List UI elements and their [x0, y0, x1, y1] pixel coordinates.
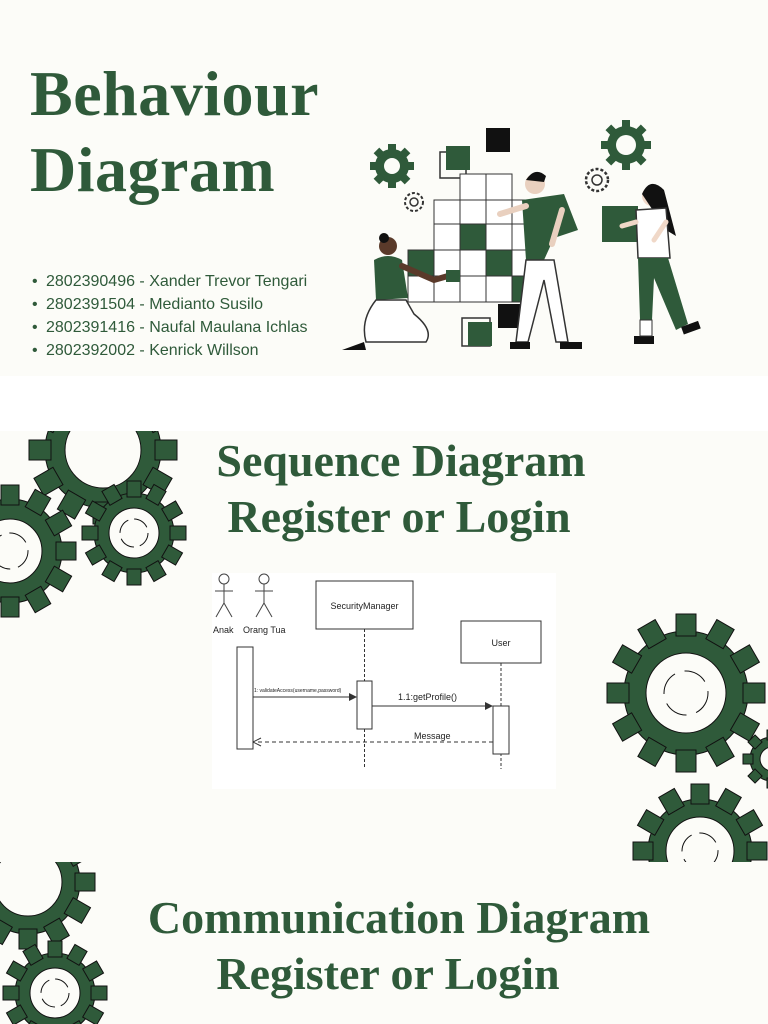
actor-icon — [215, 573, 273, 618]
object-label: User — [491, 638, 510, 648]
slide-title: Sequence Diagram Register or Login — [0, 433, 768, 545]
member-item: 2802390496 - Xander Trevor Tengari — [30, 270, 308, 293]
title-line-2: Register or Login — [227, 491, 571, 542]
gear-icon — [0, 460, 101, 642]
gear-icon — [0, 921, 127, 1024]
kneeling-person — [342, 233, 460, 350]
actor-label: Orang Tua — [243, 625, 286, 635]
gear-icon — [607, 758, 768, 862]
gear-icon — [730, 717, 768, 801]
object-label: SecurityManager — [330, 601, 398, 611]
standing-person — [497, 171, 582, 349]
message-label: 1: validateAccess(username,password) — [254, 688, 342, 694]
gear-icon — [584, 167, 610, 193]
slide-title: Behaviour Diagram — [30, 56, 319, 208]
message-label: Message — [414, 731, 451, 741]
gear-icon — [601, 120, 651, 170]
gear-icon — [0, 862, 121, 975]
standing-person — [619, 183, 701, 344]
title-line-1: Communication Diagram — [147, 892, 651, 943]
gear-icon — [577, 584, 768, 802]
slide-communication-diagram: Communication Diagram Register or Login — [0, 862, 768, 1024]
slide-sequence-diagram: Sequence Diagram Register or Login — [0, 431, 768, 862]
gear-icon — [62, 461, 206, 605]
gear-icon — [370, 144, 414, 188]
people-assembling-puzzle-icon — [342, 120, 701, 350]
member-item: 2802391416 - Naufal Maulana Ichlas — [30, 316, 308, 339]
message-label: 1.1:getProfile() — [398, 692, 457, 702]
actor-label: Anak — [213, 625, 234, 635]
title-line-1: Sequence Diagram — [216, 435, 586, 486]
title-line-2: Diagram — [30, 134, 276, 205]
object-box — [315, 580, 414, 630]
sequence-diagram: Anak Orang Tua SecurityManager User 1: v… — [212, 573, 556, 789]
gear-icon — [404, 192, 424, 212]
slide-title: Communication Diagram Register or Login — [0, 890, 768, 1002]
title-line-2: Register or Login — [216, 948, 560, 999]
member-list: 2802390496 - Xander Trevor Tengari 28023… — [30, 270, 308, 362]
slide-behaviour-diagram: Behaviour Diagram 2802390496 - Xander Tr… — [0, 0, 768, 376]
member-item: 2802392002 - Kenrick Willson — [30, 339, 308, 362]
title-line-1: Behaviour — [30, 58, 319, 129]
object-box — [460, 620, 542, 664]
member-item: 2802391504 - Medianto Susilo — [30, 293, 308, 316]
